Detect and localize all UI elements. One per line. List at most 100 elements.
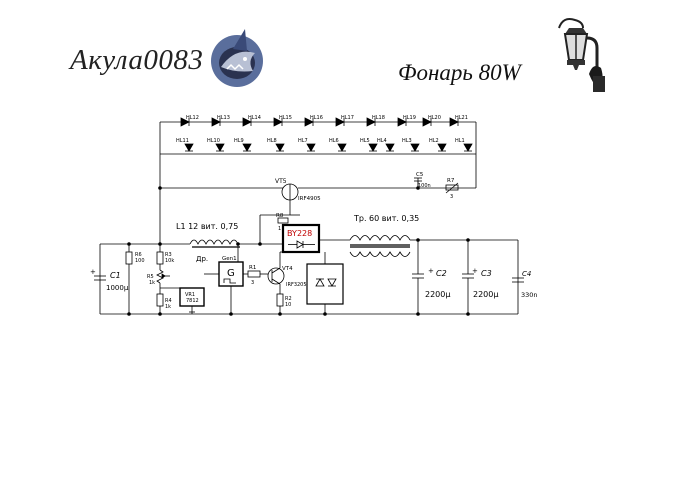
led-hl3: HL3 xyxy=(402,138,420,152)
resistor-r1: R1 3 xyxy=(243,265,268,286)
svg-text:VT4: VT4 xyxy=(282,266,293,272)
led-hl19: HL19 xyxy=(397,115,416,127)
page-title: Фонарь 80W xyxy=(398,60,521,85)
svg-text:VR1: VR1 xyxy=(185,292,195,298)
svg-text:1k: 1k xyxy=(165,304,171,310)
led-matrix xyxy=(159,121,477,189)
capacitor-c5: C5 100n xyxy=(414,172,431,189)
led-hl12: HL12 xyxy=(180,115,199,127)
svg-text:BY228: BY228 xyxy=(287,229,312,238)
svg-text:7812: 7812 xyxy=(186,298,199,304)
svg-text:HL4: HL4 xyxy=(377,138,387,144)
led-hl5: HL5 xyxy=(360,138,378,152)
svg-text:Др.: Др. xyxy=(196,255,208,263)
led-hl14: HL14 xyxy=(242,115,261,127)
resistor-r8: R8 1 xyxy=(260,213,300,232)
led-hl15: HL15 xyxy=(273,115,292,127)
svg-text:HL1: HL1 xyxy=(455,138,465,144)
led-hl10: HL10 xyxy=(207,138,225,152)
resistor-r3: R3 10k xyxy=(156,244,174,265)
led-hl18: HL18 xyxy=(366,115,385,127)
svg-text:HL21: HL21 xyxy=(455,115,468,121)
svg-text:10k: 10k xyxy=(165,258,174,264)
capacitor-c4: C4 330n xyxy=(512,270,538,299)
transistor-vt5: VT5 IRF4905 xyxy=(275,178,321,215)
logo-text: Акула0083 xyxy=(70,44,204,76)
svg-text:R2: R2 xyxy=(285,296,292,302)
capacitor-c2: + C2 2200µ xyxy=(412,267,450,314)
svg-text:HL2: HL2 xyxy=(429,138,439,144)
svg-text:+: + xyxy=(428,267,434,275)
led-hl17: HL17 xyxy=(335,115,354,127)
svg-text:G: G xyxy=(227,268,235,279)
svg-text:C5: C5 xyxy=(416,172,424,178)
led-bottom-row: HL11 HL10 HL9 HL8 HL7 HL6 HL5 HL4 HL3 HL… xyxy=(176,138,473,152)
svg-text:HL17: HL17 xyxy=(341,115,354,121)
resistor-r2: R2 10 xyxy=(276,293,292,314)
led-hl1: HL1 xyxy=(455,138,473,152)
protection-block xyxy=(306,252,344,314)
resistor-r4: R4 1k xyxy=(156,293,172,314)
svg-text:R7: R7 xyxy=(447,178,455,184)
svg-text:HL20: HL20 xyxy=(428,115,441,121)
potentiometer-r5: R5 1k xyxy=(147,264,170,294)
svg-text:C4: C4 xyxy=(522,270,531,278)
led-hl13: HL13 xyxy=(211,115,230,127)
svg-text:100: 100 xyxy=(135,258,145,264)
svg-text:1000µ: 1000µ xyxy=(106,284,129,292)
led-hl21: HL21 xyxy=(449,115,468,127)
capacitor-c3: + C3 2200µ xyxy=(462,267,498,314)
svg-text:C2: C2 xyxy=(436,269,447,278)
led-hl11: HL11 xyxy=(176,138,194,152)
regulator-vr1: VR1 7812 xyxy=(160,287,205,314)
junction-dots xyxy=(127,186,470,316)
svg-text:3: 3 xyxy=(251,280,254,286)
svg-text:IRF4905: IRF4905 xyxy=(298,196,321,202)
svg-text:R5: R5 xyxy=(147,274,154,280)
led-hl9: HL9 xyxy=(234,138,252,152)
svg-text:HL11: HL11 xyxy=(176,138,189,144)
svg-text:HL19: HL19 xyxy=(403,115,416,121)
inductor-l1: L1 12 вит. 0,75 Др. xyxy=(176,222,240,263)
led-hl8: HL8 xyxy=(267,138,285,152)
svg-text:HL7: HL7 xyxy=(298,138,308,144)
capacitor-c1: + C1 1000µ xyxy=(90,268,129,292)
svg-text:10: 10 xyxy=(285,302,291,308)
lantern-icon xyxy=(558,18,605,92)
transistor-vt4: VT4 IRF3205 xyxy=(267,251,307,294)
led-hl16: HL16 xyxy=(304,115,323,127)
svg-text:R6: R6 xyxy=(135,252,142,258)
svg-text:1k: 1k xyxy=(149,280,155,286)
svg-text:100n: 100n xyxy=(418,183,431,189)
svg-text:HL16: HL16 xyxy=(310,115,323,121)
svg-text:VT5: VT5 xyxy=(275,178,287,185)
svg-text:HL3: HL3 xyxy=(402,138,412,144)
svg-text:Gen1: Gen1 xyxy=(222,256,237,262)
svg-text:HL5: HL5 xyxy=(360,138,370,144)
svg-text:2200µ: 2200µ xyxy=(473,290,498,299)
diode-by228: BY228 xyxy=(281,223,321,254)
svg-text:IRF3205: IRF3205 xyxy=(286,282,307,288)
svg-text:HL14: HL14 xyxy=(248,115,261,121)
svg-text:HL6: HL6 xyxy=(329,138,339,144)
svg-text:+: + xyxy=(90,268,96,276)
svg-text:R1: R1 xyxy=(249,265,256,271)
svg-text:2200µ: 2200µ xyxy=(425,290,450,299)
svg-text:HL15: HL15 xyxy=(279,115,292,121)
resistor-r7: R7 3 xyxy=(445,178,459,200)
svg-text:HL13: HL13 xyxy=(217,115,230,121)
led-hl4: HL4 xyxy=(377,138,395,152)
transformer-tr: Тр. 60 вит. 0,35 xyxy=(319,214,419,257)
svg-text:Тр. 60 вит. 0,35: Тр. 60 вит. 0,35 xyxy=(353,214,419,223)
svg-text:R4: R4 xyxy=(165,298,172,304)
svg-text:HL8: HL8 xyxy=(267,138,277,144)
led-hl6: HL6 xyxy=(329,138,347,152)
svg-text:R3: R3 xyxy=(165,252,172,258)
svg-text:L1 12 вит. 0,75: L1 12 вит. 0,75 xyxy=(176,222,238,231)
svg-text:HL10: HL10 xyxy=(207,138,220,144)
shark-logo-emblem xyxy=(211,29,263,87)
svg-text:330n: 330n xyxy=(521,291,538,299)
svg-text:HL12: HL12 xyxy=(186,115,199,121)
svg-text:HL18: HL18 xyxy=(372,115,385,121)
